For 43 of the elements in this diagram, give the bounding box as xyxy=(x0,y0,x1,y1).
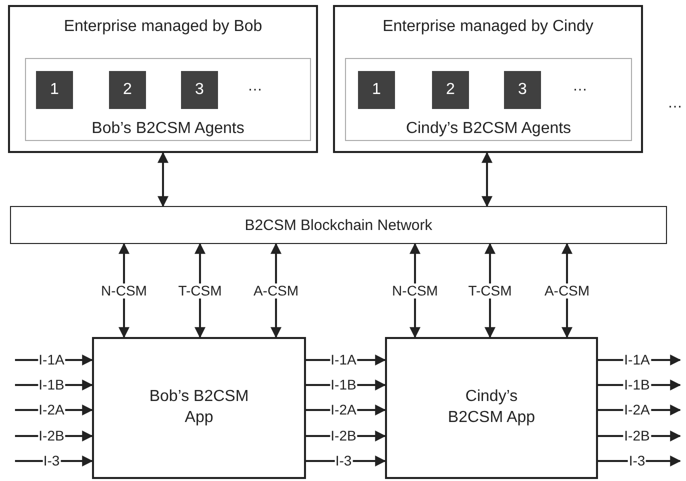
edge-label: I-2A xyxy=(330,402,358,418)
group-label: Bob’s B2CSM Agents xyxy=(90,120,246,138)
enterprise-box xyxy=(8,5,318,153)
agent-group-box xyxy=(345,58,632,141)
group-label: Cindy’s B2CSM Agents xyxy=(404,120,572,138)
edge-label: I-1A xyxy=(330,352,358,368)
edge-label: I-3 xyxy=(42,454,61,468)
edge-label: I-2A xyxy=(623,402,651,418)
box-title: Enterprise managed by Bob xyxy=(62,18,264,36)
enterprise-box xyxy=(333,5,643,153)
edge-label: A-CSM xyxy=(543,283,591,298)
app-box: Cindy’s B2CSM App xyxy=(385,337,598,479)
edge-label: I-1A xyxy=(38,352,66,368)
edge-label: I-2B xyxy=(330,428,358,444)
agent-square: 1 xyxy=(36,71,73,109)
ellipsis-label: … xyxy=(248,78,262,94)
edge-label: I-1B xyxy=(623,378,651,392)
edge-label: I-3 xyxy=(334,454,353,468)
box-title: Enterprise managed by Cindy xyxy=(382,18,594,36)
edge-label: T-CSM xyxy=(467,283,513,298)
edge-label: I-2B xyxy=(623,428,651,444)
edge-label: A-CSM xyxy=(252,283,300,298)
edge-label: I-2A xyxy=(38,402,66,418)
ellipsis-label: … xyxy=(668,94,682,112)
agent-square: 3 xyxy=(181,71,218,109)
agent-square: 1 xyxy=(358,71,395,109)
edge-label: I-3 xyxy=(628,454,646,468)
app-box: Bob’s B2CSM App xyxy=(92,337,306,479)
agent-group-box xyxy=(25,58,311,141)
arrow xyxy=(158,152,168,208)
agent-square: 3 xyxy=(504,71,541,109)
edge-label: I-1A xyxy=(623,352,651,368)
edge-label: I-1B xyxy=(38,378,66,392)
edge-label: N-CSM xyxy=(391,283,439,298)
edge-label: I-2B xyxy=(38,428,66,444)
ellipsis-label: … xyxy=(572,78,588,94)
agent-square: 2 xyxy=(432,71,469,109)
agent-square: 2 xyxy=(109,71,146,109)
edge-label: I-1B xyxy=(330,378,358,392)
edge-label: T-CSM xyxy=(177,283,223,298)
arrow xyxy=(482,152,492,208)
network-box: B2CSM Blockchain Network xyxy=(10,206,667,244)
edge-label: N-CSM xyxy=(100,283,148,298)
